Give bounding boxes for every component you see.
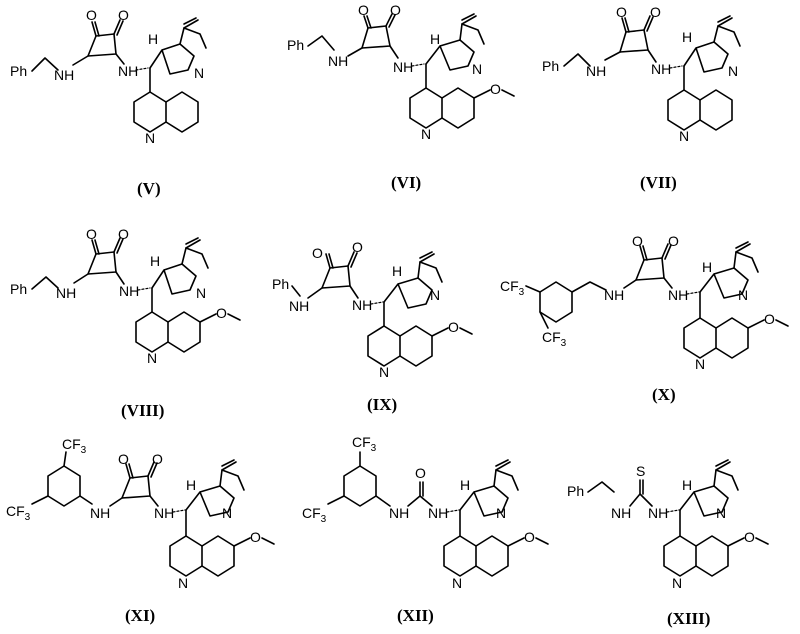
amine-label: NH (428, 505, 448, 521)
nitrogen-label: N (196, 285, 206, 301)
hydrogen-label: H (186, 477, 196, 493)
compound-label: (VIII) (121, 401, 164, 420)
oxygen-label: O (152, 451, 163, 467)
oxygen-label: O (358, 2, 369, 18)
hydrogen-label: H (430, 31, 440, 47)
compound-label: (VII) (640, 173, 677, 192)
oxygen-label: O (616, 4, 627, 20)
hydrogen-label: H (682, 29, 692, 45)
compound-label: (XIII) (667, 609, 710, 628)
compound-xii: CF3 CF3 NH O NH H N O N (XII) (302, 434, 549, 625)
phenyl-label: Ph (10, 63, 27, 79)
nitrogen-label: N (452, 575, 462, 591)
amine-label: NH (668, 287, 688, 303)
compound-vii: Ph NH O O NH H N N (VII) (542, 4, 741, 192)
compound-label: (IX) (367, 395, 397, 414)
amine-label: NH (328, 53, 348, 69)
nitrogen-label: N (738, 287, 748, 303)
amine-label: NH (119, 283, 139, 299)
amine-label: NH (389, 505, 409, 521)
nitrogen-label: N (194, 65, 204, 81)
amine-label: NH (54, 67, 74, 83)
nitrogen-label: N (472, 61, 482, 77)
oxygen-label: O (312, 245, 323, 261)
compound-label: (VI) (391, 173, 421, 192)
nitrogen-label: N (145, 130, 155, 146)
nitrogen-label: N (178, 575, 188, 591)
nitrogen-label: N (716, 505, 726, 521)
oxygen-label: O (118, 226, 129, 242)
oxygen-label: O (86, 7, 97, 23)
oxygen-label: O (86, 226, 97, 242)
nitrogen-label: N (421, 126, 431, 142)
amine-label: NH (56, 285, 76, 301)
amine-label: NH (154, 505, 174, 521)
phenyl-label: Ph (10, 281, 27, 297)
sulfur-label: S (636, 463, 645, 479)
amine-label: NH (289, 298, 309, 314)
amine-label: NH (611, 505, 631, 521)
oxygen-label: O (668, 233, 679, 249)
compound-label: (XII) (397, 606, 434, 625)
compound-label: (XI) (125, 606, 155, 625)
phenyl-label: Ph (567, 483, 584, 499)
nitrogen-label: N (695, 356, 705, 372)
nitrogen-label: N (222, 505, 232, 521)
oxygen-label: O (118, 451, 129, 467)
compound-xi: CF3 CF3 NH O O NH H N O N (XI) (6, 436, 275, 625)
phenyl-label: Ph (542, 58, 559, 74)
nitrogen-label: N (679, 128, 689, 144)
oxygen-label: O (352, 239, 363, 255)
compound-vi: Ph NH O O NH H N O N (VI) (287, 2, 515, 192)
oxygen-label: O (415, 465, 426, 481)
compound-x: CF3 CF3 NH O O NH H N O N (X) (500, 233, 789, 404)
amine-label: NH (352, 297, 372, 313)
amine-label: NH (648, 505, 668, 521)
amine-label: NH (118, 63, 138, 79)
trifluoromethyl-label: CF3 (302, 505, 327, 525)
compound-v: Ph NH O O NH H N N (V) (10, 7, 207, 198)
oxygen-label: O (650, 4, 661, 20)
amine-label: NH (651, 61, 671, 77)
methoxy-oxygen-label: O (216, 305, 227, 321)
compound-ix: Ph NH O O NH H N O N (IX) (272, 239, 473, 414)
trifluoromethyl-label: CF3 (542, 329, 567, 349)
nitrogen-label: N (496, 505, 506, 521)
hydrogen-label: H (460, 477, 470, 493)
oxygen-label: O (118, 7, 129, 23)
methoxy-oxygen-label: O (744, 529, 755, 545)
trifluoromethyl-label: CF3 (500, 278, 525, 298)
nitrogen-label: N (728, 63, 738, 79)
compound-viii: Ph NH O O NH H N O N (VIII) (10, 226, 241, 420)
trifluoromethyl-label: CF3 (62, 436, 87, 456)
amine-label: NH (90, 505, 110, 521)
methoxy-oxygen-label: O (250, 529, 261, 545)
nitrogen-label: N (430, 287, 440, 303)
amine-label: NH (586, 63, 606, 79)
trifluoromethyl-label: CF3 (6, 503, 31, 523)
hydrogen-label: H (392, 263, 402, 279)
nitrogen-label: N (379, 364, 389, 380)
phenyl-label: Ph (272, 276, 289, 292)
compound-label: (X) (652, 385, 676, 404)
methoxy-oxygen-label: O (490, 81, 501, 97)
oxygen-label: O (632, 233, 643, 249)
hydrogen-label: H (702, 259, 712, 275)
hydrogen-label: H (150, 253, 160, 269)
compound-label: (V) (137, 179, 161, 198)
methoxy-oxygen-label: O (764, 311, 775, 327)
hydrogen-label: H (682, 477, 692, 493)
methoxy-oxygen-label: O (448, 319, 459, 335)
phenyl-label: Ph (287, 37, 304, 53)
hydrogen-label: H (148, 31, 158, 47)
trifluoromethyl-label: CF3 (352, 434, 377, 454)
amine-label: NH (393, 59, 413, 75)
methoxy-oxygen-label: O (524, 529, 535, 545)
nitrogen-label: N (147, 350, 157, 366)
nitrogen-label: N (672, 575, 682, 591)
amine-label: NH (604, 287, 624, 303)
oxygen-label: O (390, 2, 401, 18)
compound-xiii: Ph NH S NH H N O N (XIII) (567, 459, 769, 628)
